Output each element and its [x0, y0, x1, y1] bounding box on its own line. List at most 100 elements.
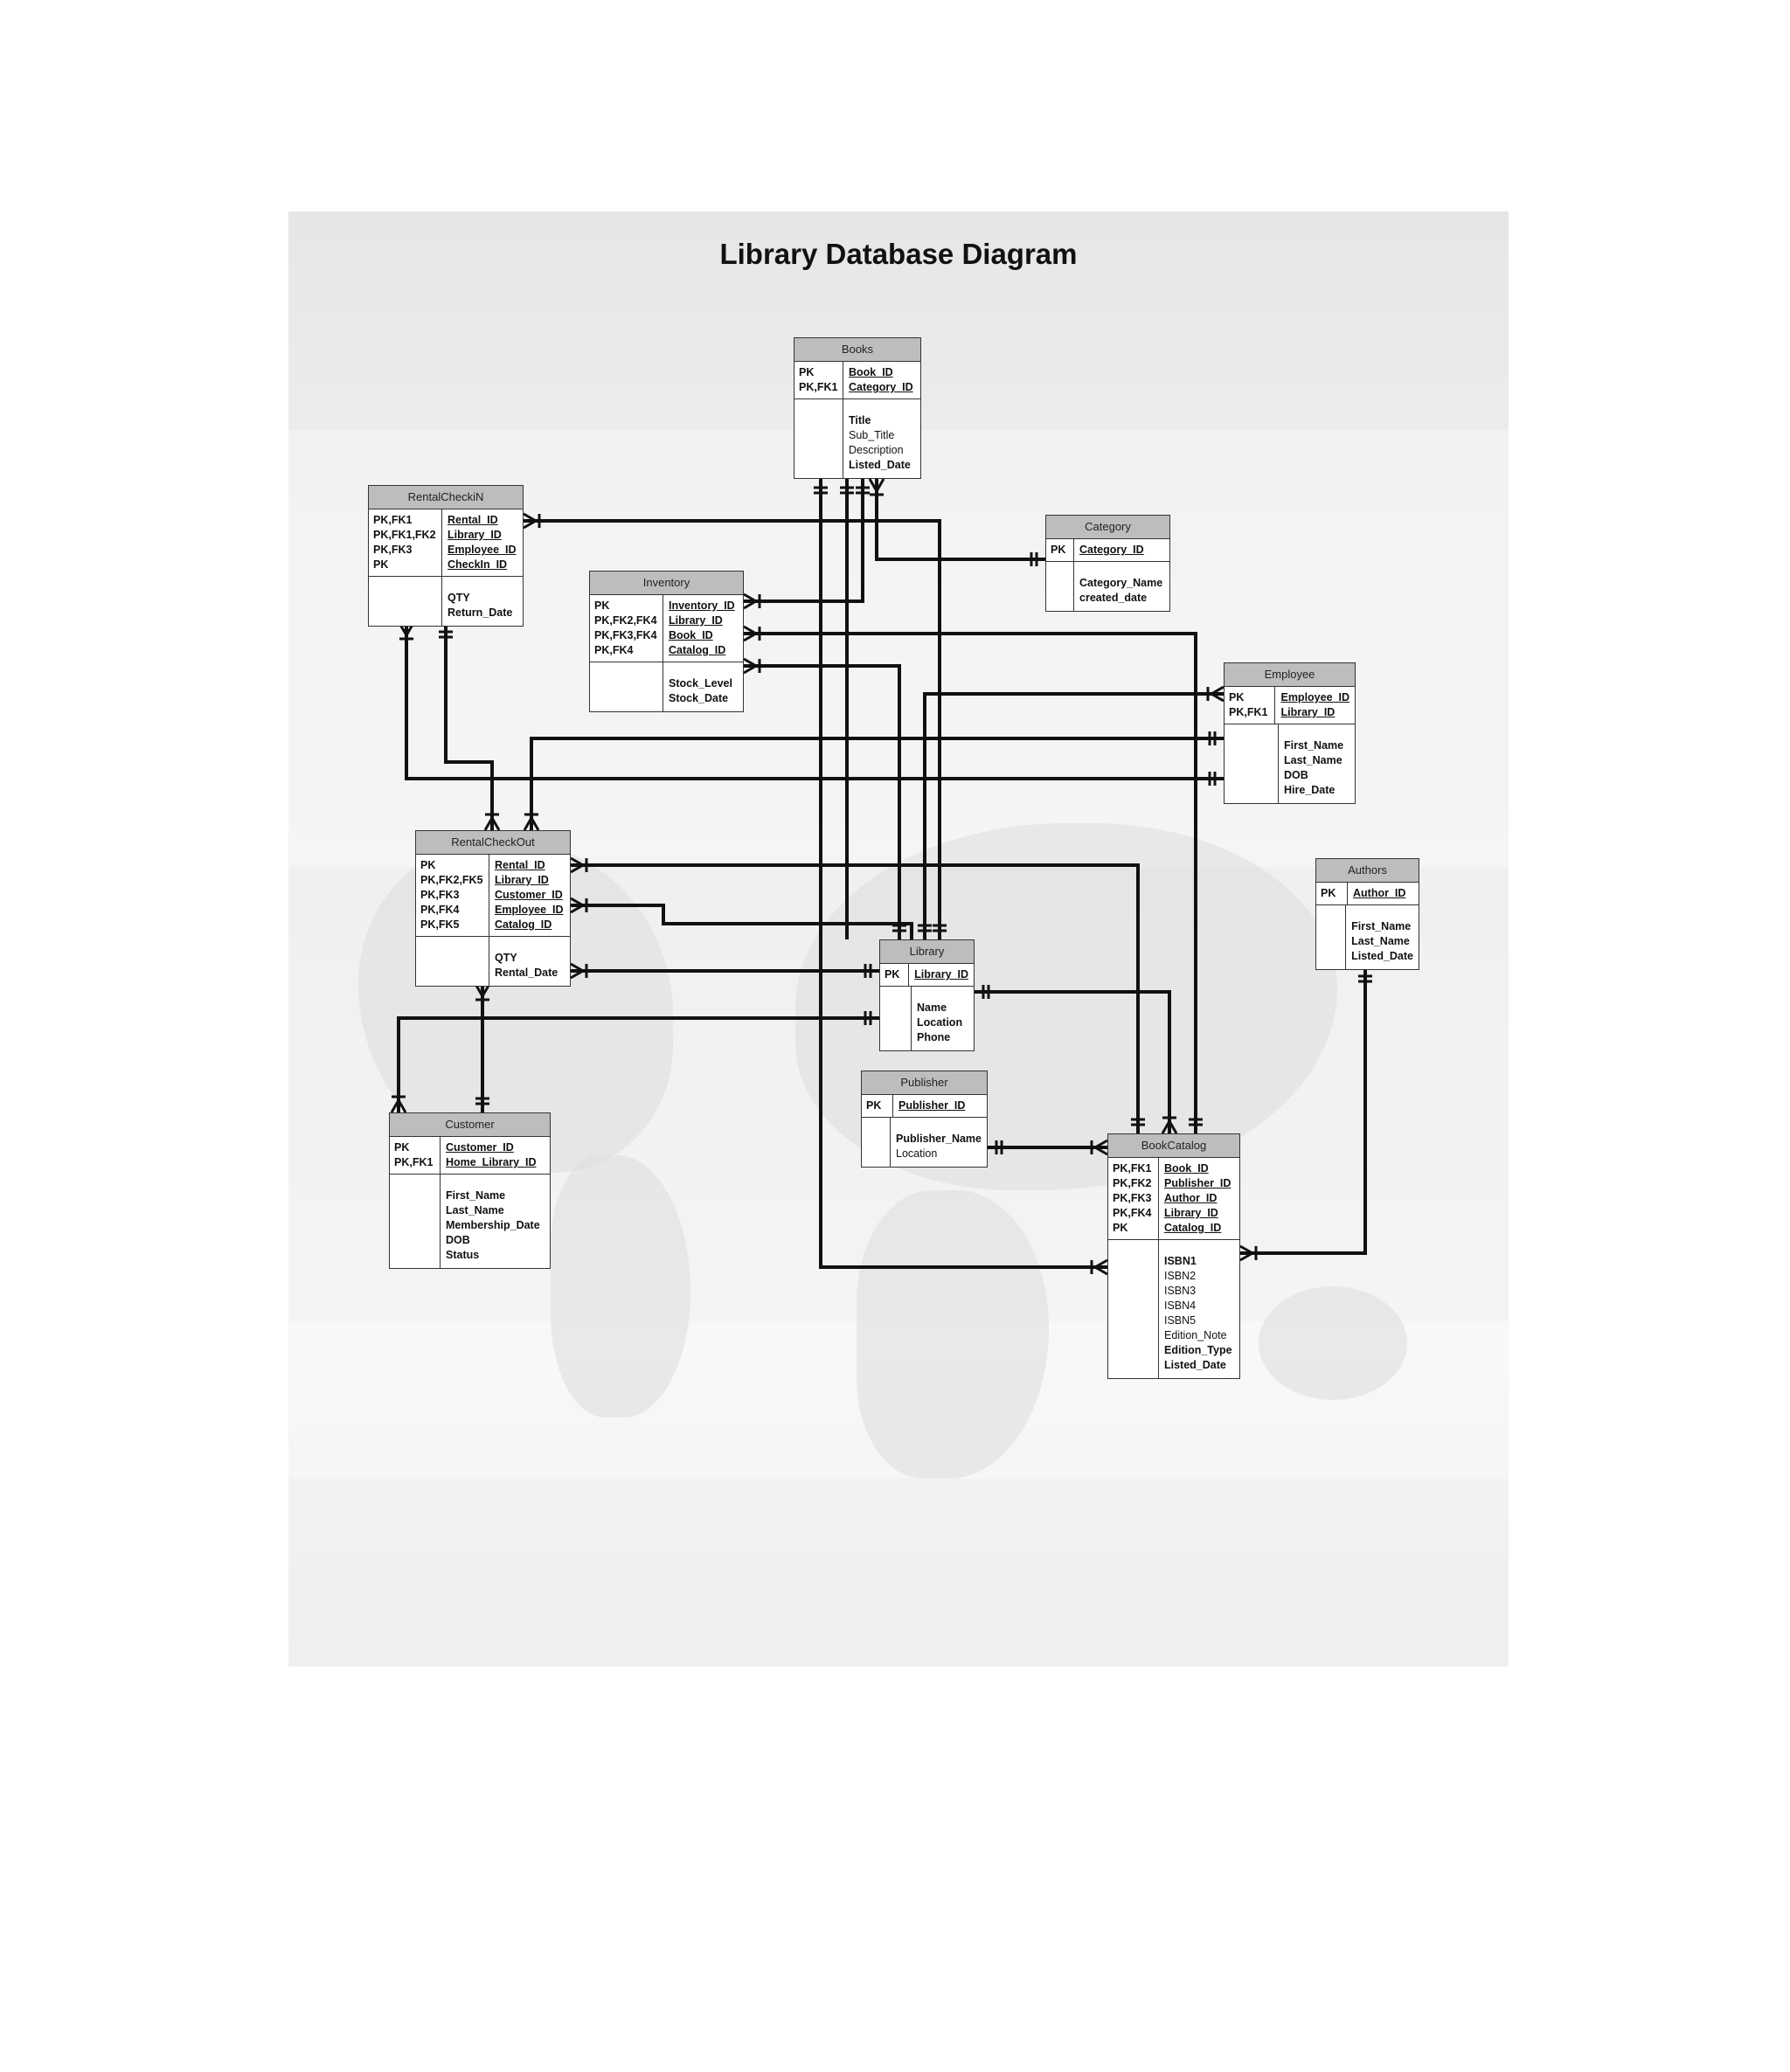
attribute-field: Last_Name — [446, 1204, 504, 1216]
many-cardinality-mark — [1239, 1251, 1253, 1262]
attribute-field: Category_Name — [1079, 577, 1163, 589]
many-cardinality-mark — [570, 904, 584, 914]
diagram-title: Library Database Diagram — [719, 238, 1078, 270]
attribute-field: ISBN4 — [1164, 1299, 1197, 1312]
key-labels: PK — [1316, 883, 1348, 904]
key-label: PK,FK2,FK5 — [420, 874, 483, 886]
attribute-field: Title — [849, 414, 871, 426]
attribute-field: Publisher_Name — [896, 1133, 982, 1145]
key-field: Employee_ID — [448, 544, 517, 556]
many-cardinality-mark — [868, 478, 878, 492]
key-field: Library_ID — [448, 529, 502, 541]
relationship-line — [397, 1016, 879, 1112]
key-fields: Category_ID — [1074, 539, 1149, 561]
map-continent — [1259, 1286, 1407, 1400]
key-label: PK,FK1 — [799, 381, 838, 393]
attribute-field: Membership_Date — [446, 1219, 540, 1231]
relationship-line — [1240, 967, 1367, 1255]
key-fields: Author_ID — [1348, 883, 1411, 904]
many-cardinality-mark — [743, 599, 757, 610]
key-field: Library_ID — [1164, 1207, 1218, 1219]
key-field: Employee_ID — [495, 904, 564, 916]
key-label: PK,FK4 — [1113, 1207, 1152, 1219]
relationship-line — [524, 519, 941, 939]
attribute-field: Location — [896, 1147, 938, 1160]
key-label: PK — [394, 1141, 410, 1154]
key-field: Book_ID — [669, 629, 713, 641]
many-cardinality-mark — [530, 817, 540, 831]
key-field: Customer_ID — [446, 1141, 514, 1154]
attribute-gutter — [590, 662, 663, 711]
many-cardinality-mark — [570, 962, 584, 973]
key-label: PK — [373, 558, 389, 571]
key-field: Category_ID — [849, 381, 913, 393]
key-label: PK — [1321, 887, 1336, 899]
relationship-line — [571, 863, 1140, 1133]
many-cardinality-mark — [397, 1099, 407, 1113]
key-label: PK — [1113, 1222, 1128, 1234]
attribute-field: created_date — [1079, 592, 1148, 604]
key-field: Library_ID — [495, 874, 549, 886]
key-field: Customer_ID — [495, 889, 563, 901]
key-field: Book_ID — [849, 366, 893, 378]
entity-name: Inventory — [590, 572, 743, 595]
attribute-field: QTY — [495, 952, 517, 964]
attribute-fields: Category_Name created_date — [1074, 562, 1168, 611]
key-section: PK Category_ID — [1046, 539, 1169, 562]
attribute-field: Hire_Date — [1284, 784, 1336, 796]
many-cardinality-mark — [875, 478, 885, 492]
key-label: PK,FK4 — [594, 644, 634, 656]
many-cardinality-mark — [570, 897, 584, 907]
many-cardinality-mark — [570, 863, 584, 874]
key-label: PK — [1051, 544, 1066, 556]
attribute-gutter — [416, 937, 489, 986]
key-label: PK,FK3 — [420, 889, 460, 901]
key-fields: Publisher_ID — [893, 1095, 970, 1117]
relationship-line — [875, 479, 1045, 561]
key-field: Employee_ID — [1280, 691, 1349, 703]
key-field: Catalog_ID — [669, 644, 726, 656]
key-field: Library_ID — [1280, 706, 1336, 718]
many-cardinality-mark — [743, 657, 757, 668]
key-label: PK,FK3 — [373, 544, 413, 556]
entity-name: Publisher — [862, 1071, 987, 1095]
attribute-gutter — [862, 1118, 892, 1167]
attribute-field: Name — [917, 1001, 947, 1014]
relationship-line — [571, 904, 913, 939]
many-cardinality-mark — [570, 856, 584, 867]
key-label: PK,FK1 — [373, 514, 413, 526]
attribute-field: Return_Date — [448, 606, 513, 619]
entity-name: BookCatalog — [1108, 1134, 1239, 1158]
many-cardinality-mark — [1094, 1265, 1108, 1276]
attribute-field: DOB — [1284, 769, 1308, 781]
entity-name: RentalCheckOut — [416, 831, 570, 855]
key-label: PK — [594, 599, 610, 612]
attribute-field: Edition_Note — [1164, 1329, 1227, 1341]
attribute-field: Listed_Date — [1351, 950, 1413, 962]
key-label: PK — [885, 968, 900, 981]
